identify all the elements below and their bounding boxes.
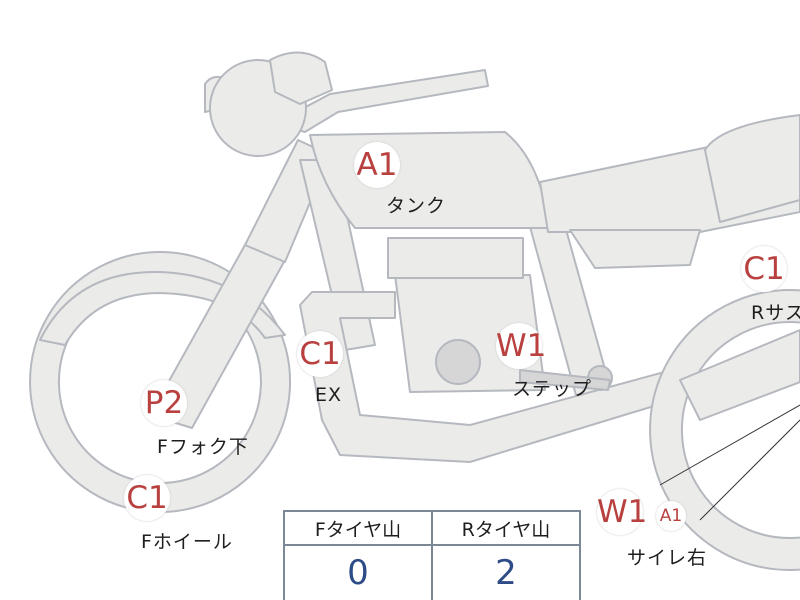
- rear-tail: [704, 114, 800, 223]
- rear-tire-header: Rタイヤ山: [431, 510, 581, 546]
- front-wheel-code-badge: C1: [124, 475, 170, 521]
- step-code-badge: W1: [496, 323, 546, 369]
- front-wheel-label: Fホイール: [141, 531, 233, 553]
- silencer-sub-code-badge: A1: [656, 501, 686, 531]
- exhaust-pipe: [299, 291, 701, 463]
- meter: [269, 51, 333, 105]
- muffler: [679, 329, 800, 421]
- step-label: ステップ: [512, 378, 593, 400]
- silencer-code-badge: W1: [597, 489, 647, 535]
- rear-wheel: [649, 289, 800, 571]
- rear-suspension-label: Rサス: [751, 302, 800, 324]
- step-bar: [519, 369, 611, 391]
- fork-label: Fフォク下: [157, 436, 249, 458]
- front-tire-header: Fタイヤ山: [283, 510, 433, 546]
- tire-tread-table: Fタイヤ山 Rタイヤ山 0 2: [283, 510, 581, 600]
- silencer-label: サイレ右: [627, 547, 708, 569]
- engine-cover: [435, 339, 481, 385]
- tank-code-badge: A1: [354, 142, 400, 188]
- fork-code-badge: P2: [141, 380, 187, 426]
- callout-line-2: [699, 419, 800, 521]
- cylinder-head: [387, 237, 524, 279]
- tank-label: タンク: [386, 195, 447, 217]
- rear-suspension-code-badge: C1: [741, 246, 787, 292]
- callout-line: [659, 404, 800, 486]
- side-cover: [569, 229, 701, 269]
- rear-tire-value: 2: [431, 544, 581, 600]
- exhaust-label: EX: [315, 384, 343, 406]
- front-tire-value: 0: [283, 544, 433, 600]
- exhaust-code-badge: C1: [297, 331, 343, 377]
